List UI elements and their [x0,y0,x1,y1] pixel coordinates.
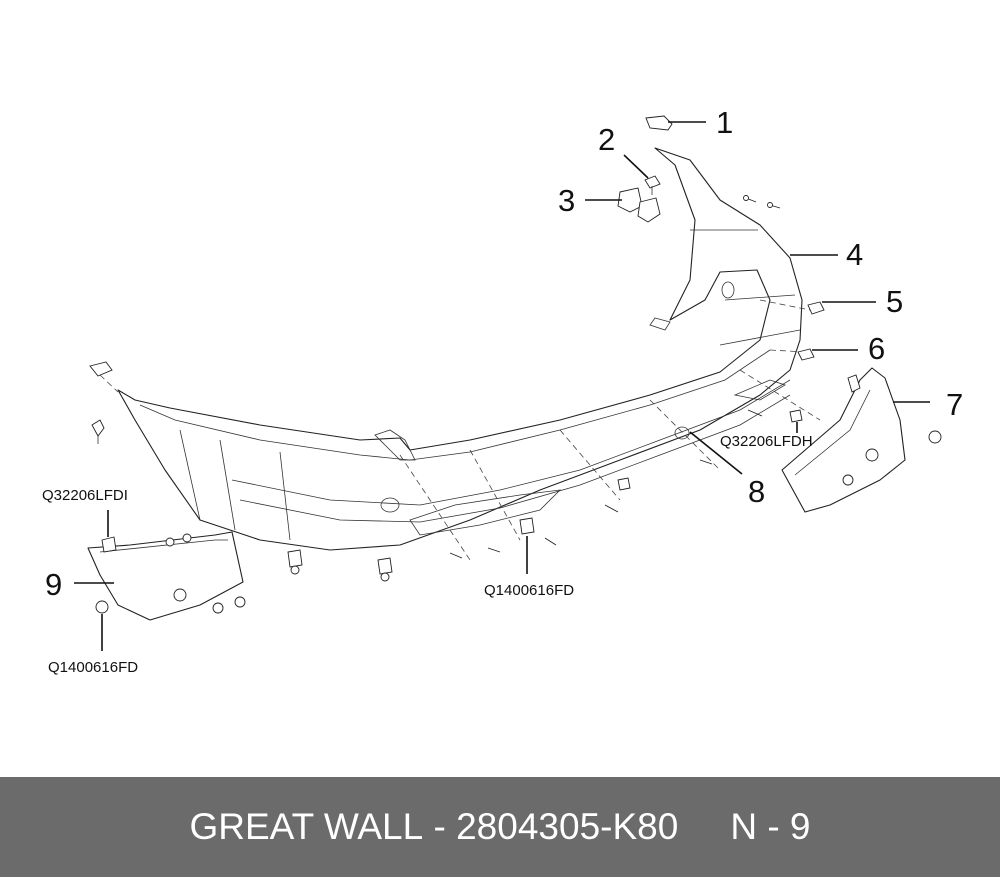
callout-7: 7 [946,387,963,422]
bracket-part-3 [585,187,661,223]
footer-brand: GREAT WALL [189,806,424,847]
fastener-part-6 [797,348,858,361]
callout-3: 3 [558,183,575,218]
callout-6: 6 [868,331,885,366]
screw-fasteners-top [743,195,781,209]
clip-left-top [89,361,113,444]
mud-flap-right-part-7 [781,367,942,513]
exploded-parts-diagram: 1 2 3 4 5 6 7 8 9 Q32206LFDI Q32206LFDH … [42,105,963,676]
code-clip-left: Q32206LFDI [42,487,128,504]
footer-separator: - [433,806,446,847]
push-pin-part-2 [623,154,661,195]
callout-2: 2 [598,122,615,157]
callout-8: 8 [748,474,765,509]
callout-9: 9 [45,567,62,602]
code-clip-right: Q32206LFDH [720,433,813,450]
code-bolt-left: Q1400616FD [48,659,138,676]
footer-page-ref: N - 9 [730,806,811,847]
footer-bar: GREAT WALL - 2804305-K80 N - 9 [0,777,1000,877]
callout-1: 1 [716,105,733,140]
part-8-fasteners [544,431,743,546]
fastener-part-5 [807,301,876,315]
callout-5: 5 [886,284,903,319]
footer-part-number: 2804305-K80 [456,806,679,847]
callout-4: 4 [846,237,863,272]
bumper-cover [99,147,821,561]
clip-right-q32206lfdh [747,409,803,433]
clip-part-1 [645,115,706,131]
mud-flap-left-part-9 [74,510,246,651]
code-bolt-center: Q1400616FD [484,582,574,599]
bottom-bolts [287,517,535,582]
